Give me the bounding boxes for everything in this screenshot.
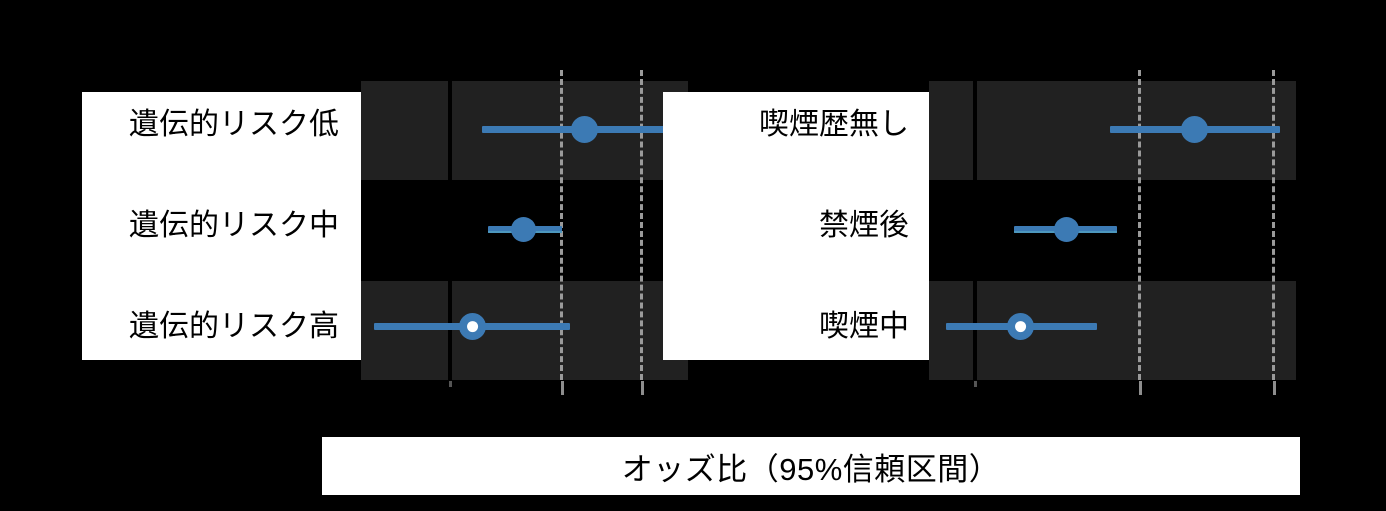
panel-divider-left — [448, 81, 452, 380]
left-row-label-1-text: 遺伝的リスク低 — [129, 108, 339, 141]
panel-divider-right — [973, 81, 977, 380]
reference-line-left-2 — [640, 70, 643, 380]
right-row-label-2: 禁煙後 — [663, 211, 929, 241]
left-row-label-1: 遺伝的リスク低 — [82, 110, 361, 140]
right-row-label-1-text: 喫煙歴無し — [759, 108, 909, 141]
right-label-panel: 喫煙歴無し 禁煙後 喫煙中 — [663, 92, 929, 360]
estimate-marker-right-2 — [1054, 217, 1079, 242]
reference-line-left-1 — [560, 70, 563, 380]
left-row-label-2-text: 遺伝的リスク中 — [129, 209, 339, 242]
left-label-panel: 遺伝的リスク低 遺伝的リスク中 遺伝的リスク高 — [82, 92, 361, 360]
estimate-marker-left-2 — [511, 217, 536, 242]
left-row-label-3: 遺伝的リスク高 — [82, 312, 361, 342]
estimate-marker-right-1 — [1181, 116, 1208, 143]
estimate-marker-right-3 — [1007, 313, 1034, 340]
row-band-left-3 — [361, 281, 688, 380]
reference-line-right-2 — [1272, 70, 1275, 380]
row-band-right-3 — [929, 281, 1296, 380]
axis-tick-left-0 — [449, 381, 452, 387]
reference-line-right-1 — [1138, 70, 1141, 380]
axis-tick-right-0 — [974, 381, 977, 387]
axis-tick-right-2 — [1273, 381, 1276, 395]
left-row-label-3-text: 遺伝的リスク高 — [129, 310, 339, 343]
right-row-label-2-text: 禁煙後 — [819, 209, 909, 242]
estimate-marker-left-1 — [571, 116, 598, 143]
axis-tick-right-1 — [1139, 381, 1142, 395]
axis-tick-left-2 — [641, 381, 644, 395]
left-row-label-2: 遺伝的リスク中 — [82, 211, 361, 241]
right-row-label-3: 喫煙中 — [663, 312, 929, 342]
estimate-marker-left-3 — [459, 313, 486, 340]
right-row-label-3-text: 喫煙中 — [819, 310, 909, 343]
axis-tick-left-1 — [561, 381, 564, 395]
axis-title-text: オッズ比（95%信頼区間） — [621, 451, 1001, 487]
axis-title: オッズ比（95%信頼区間） — [322, 437, 1300, 495]
right-row-label-1: 喫煙歴無し — [663, 110, 929, 140]
